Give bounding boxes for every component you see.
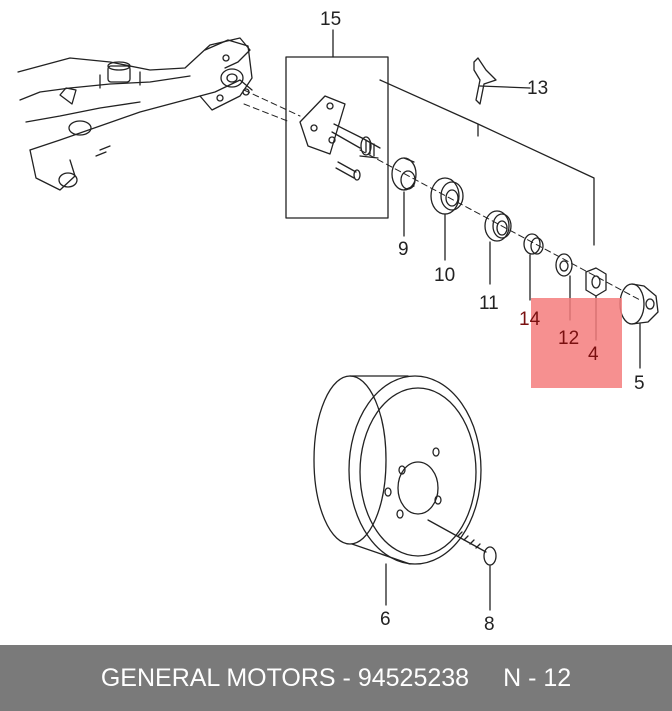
callout-6: 6 xyxy=(380,609,391,630)
race-14 xyxy=(523,233,544,301)
alignment-lines xyxy=(243,89,641,301)
bearing-11 xyxy=(484,210,512,285)
highlight-box xyxy=(531,298,622,388)
callout-15: 15 xyxy=(320,9,342,30)
callout-8: 8 xyxy=(484,614,495,635)
hub-cap-5 xyxy=(619,283,659,369)
callout-9: 9 xyxy=(398,239,409,260)
brake-drum xyxy=(313,375,482,606)
callout-13: 13 xyxy=(527,78,549,99)
cotter-pin xyxy=(379,57,595,246)
callout-box-15 xyxy=(285,56,389,219)
bearing-10 xyxy=(430,177,464,261)
callout-12: 12 xyxy=(558,328,580,349)
callout-14: 14 xyxy=(519,309,541,330)
callout-11: 11 xyxy=(479,293,499,314)
footer-part-number: GENERAL MOTORS - 94525238 xyxy=(100,663,470,692)
callout-5: 5 xyxy=(634,373,645,394)
stub-axle xyxy=(299,95,381,181)
bolt-8 xyxy=(427,519,497,611)
callout-4: 4 xyxy=(588,344,599,365)
callout-10: 10 xyxy=(434,265,456,286)
axle-beam xyxy=(17,37,253,191)
footer-bar: GENERAL MOTORS - 94525238 N - 12 xyxy=(0,645,672,711)
footer-page-ref: N - 12 xyxy=(503,663,572,692)
seal-9 xyxy=(391,157,417,237)
